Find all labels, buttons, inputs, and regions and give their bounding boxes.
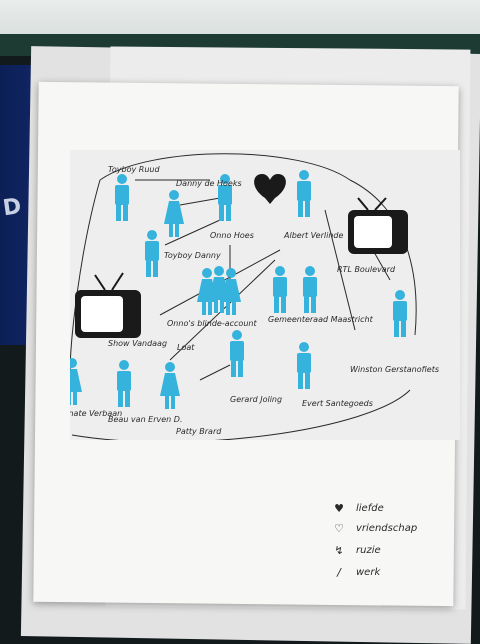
label-gerard-joling: Gerard Joling [230,395,282,404]
node-labels: Toyboy Ruud Danny de Hoeks Onno Hoes Alb… [70,165,439,436]
arc-top [99,153,351,181]
line-toyboydanny-onno [164,219,221,246]
label-renate-verbaan: Renate Verbaan [70,409,122,418]
label-danny-hoeks: Danny de Hoeks [176,179,242,188]
line-verlinde-evert [324,209,356,331]
heart-filled-icon: ♥ [334,502,344,515]
label-toyboy-danny: Toyboy Danny [164,251,221,260]
lightning-icon: ↯ [334,544,344,557]
slash-icon: / [337,566,341,579]
legend-text: werk [356,567,381,578]
heart-icon [254,174,286,204]
arc-bottom [71,389,411,440]
tv-show-vandaag [75,272,141,338]
label-albert-verlinde: Albert Verlinde [283,231,343,240]
label-show-vandaag: Show Vandaag [108,339,167,348]
label-patty-brard: Patty Brard [176,427,222,436]
label-beau-van-erven-d: Beau van Erven D. [108,415,183,424]
label-winston-gerschtanowitz: Winston Gerstanofiets [350,365,439,374]
cutting-mat [0,0,480,40]
book-logo: D [1,194,23,222]
label-gemeenteraad-maastricht: Gemeenteraad Maastricht [268,315,374,324]
label-onnos-blinde-account: Onno's blinde-account [167,319,257,328]
label-evert-santegoeds: Evert Santegoeds [302,399,373,408]
legend-row-vriendschap: ♡ vriendschap [330,522,470,540]
label-toyboy-ruud: Toyboy Ruud [108,165,160,174]
label-rtl-boulevard: RTL Boulevard [337,265,396,274]
label-loat: Loat [177,343,195,352]
legend-row-liefde: ♥ liefde [330,502,470,520]
legend-row-werk: / werk [330,566,470,584]
diagram: Toyboy Ruud Danny de Hoeks Onno Hoes Alb… [70,150,460,440]
legend-row-ruzie: ↯ ruzie [330,544,470,562]
heart-outline-icon: ♡ [334,522,344,535]
line-patty-gerard [199,364,231,381]
legend-text: liefde [356,503,384,514]
tv-rtl-boulevard [348,197,408,254]
line-danny-onno [179,197,221,206]
legend: ♥ liefde ♡ vriendschap ↯ ruzie / werk [330,502,470,602]
label-onno-hoes: Onno Hoes [210,231,254,240]
legend-text: vriendschap [356,523,418,534]
legend-text: ruzie [356,545,381,556]
